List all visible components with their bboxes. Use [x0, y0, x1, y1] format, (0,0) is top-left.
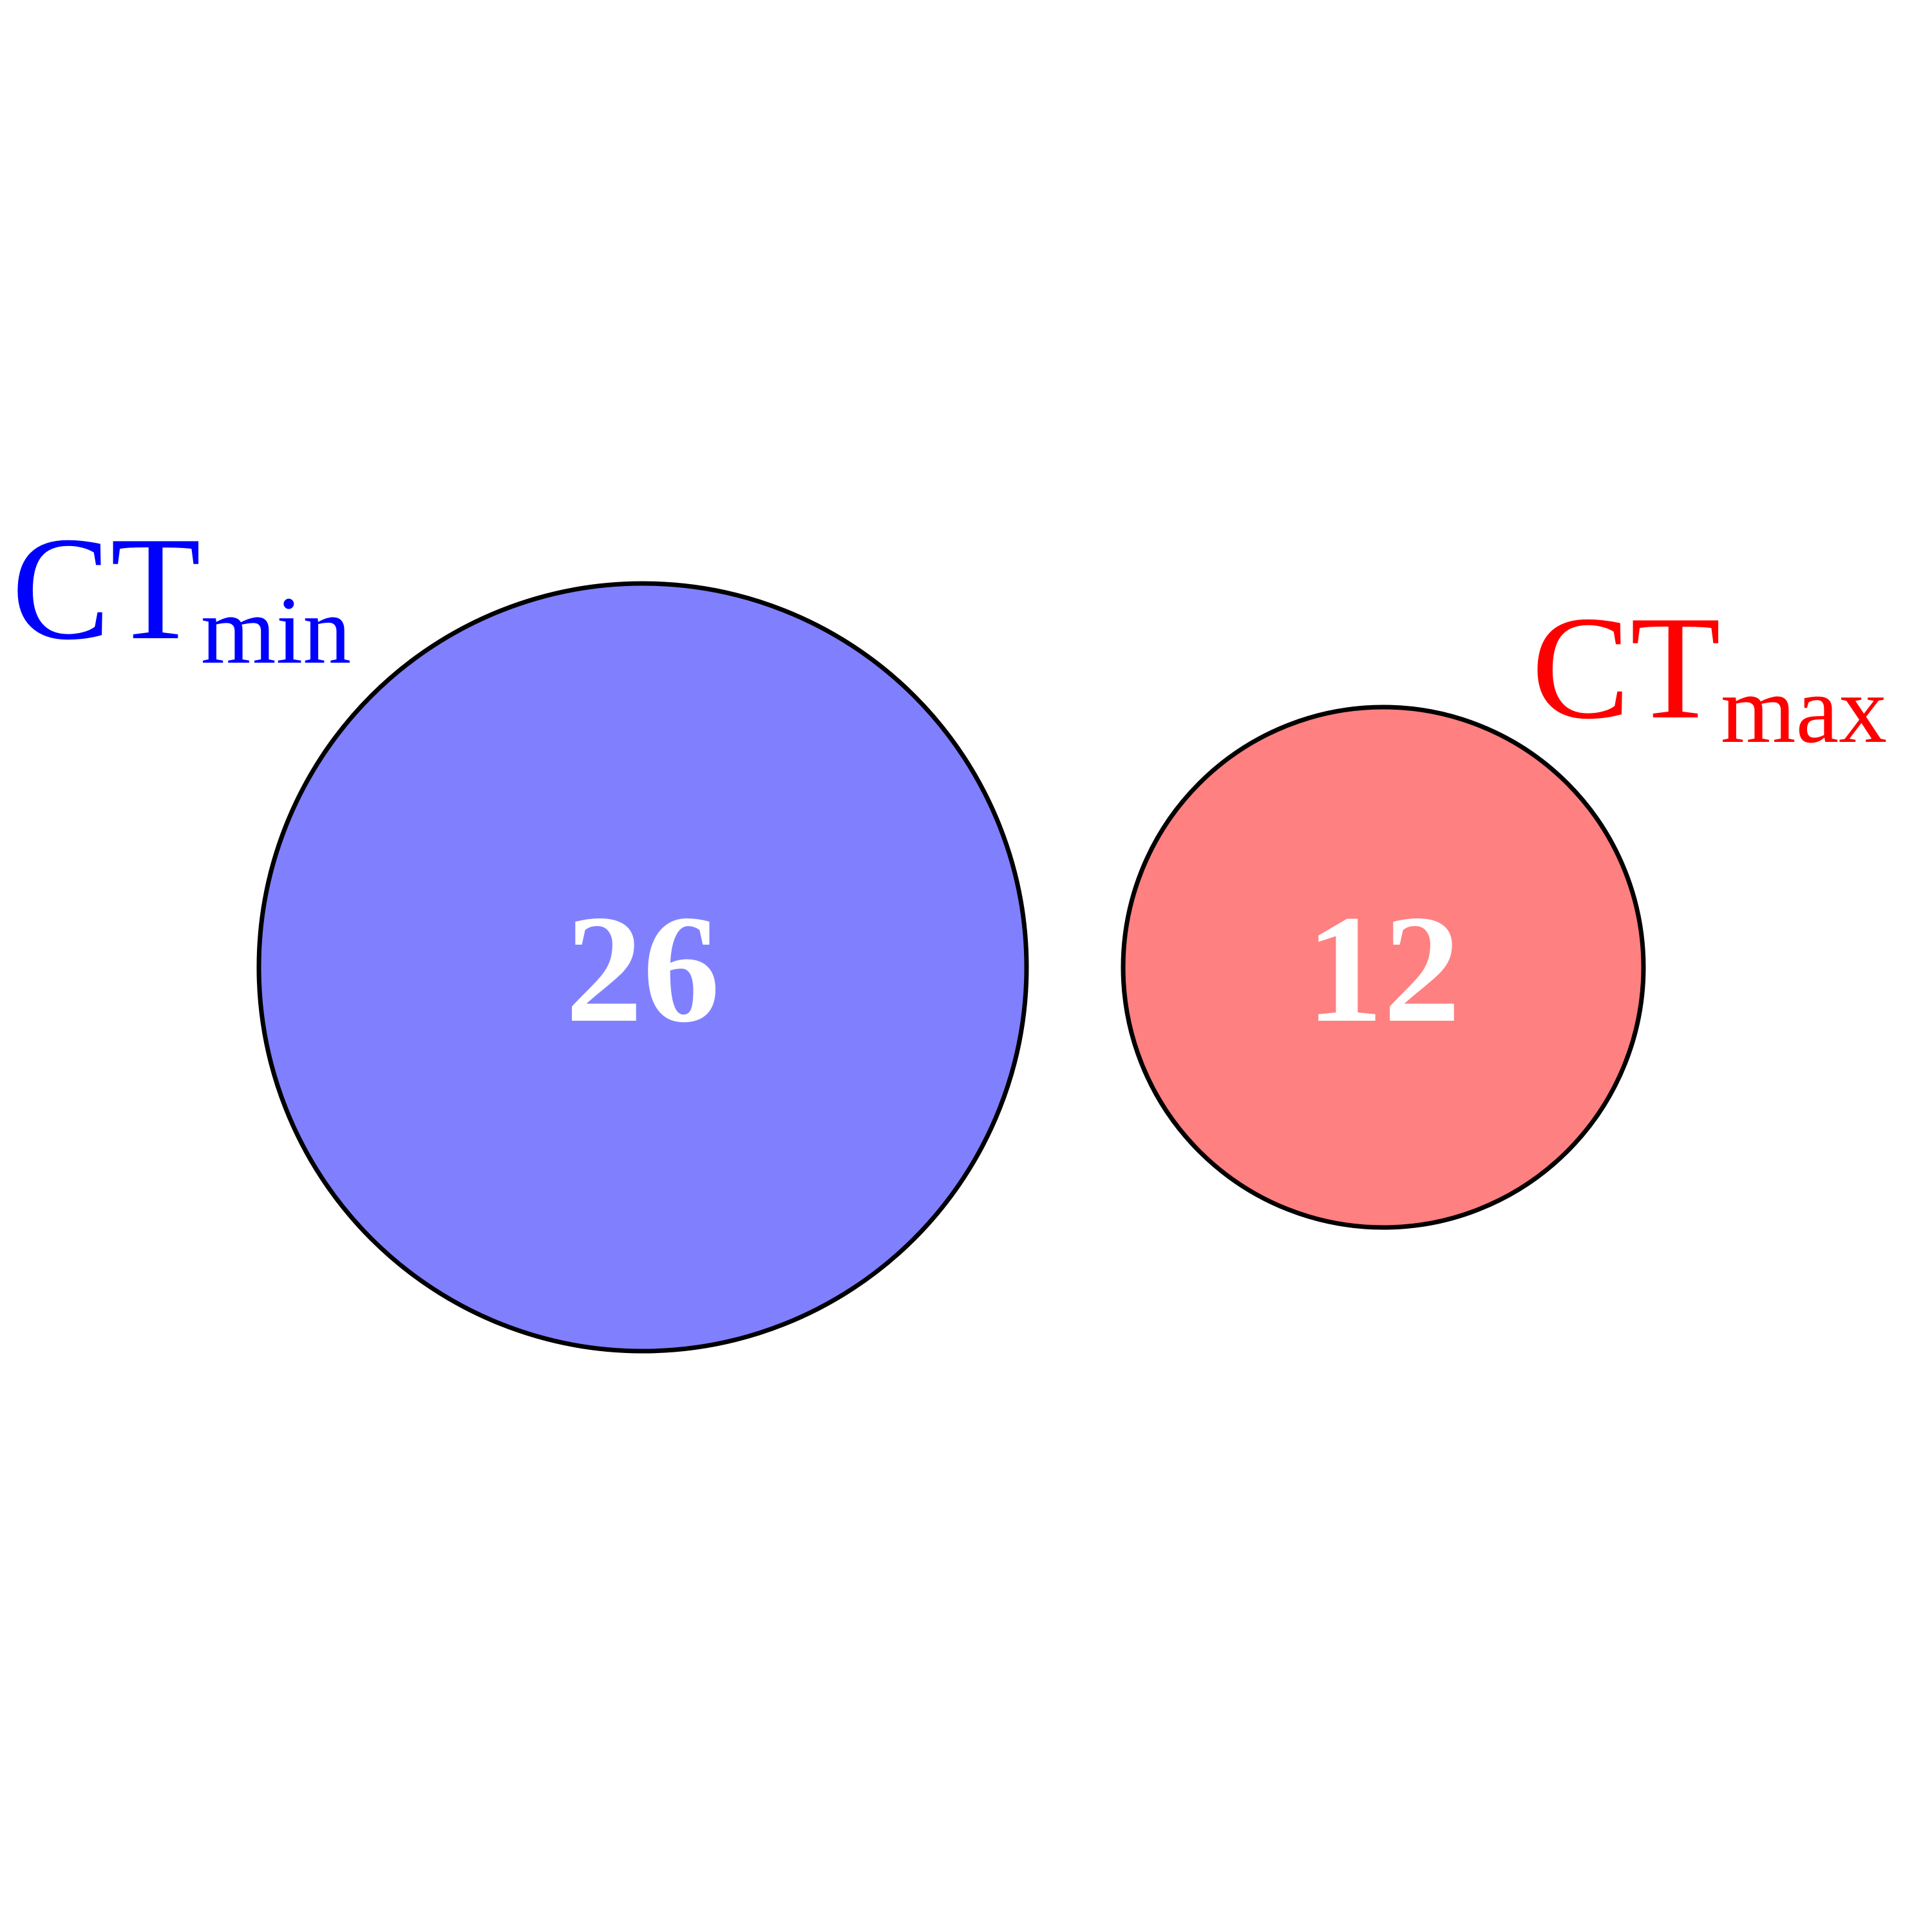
set-ctmax-count: 12	[1306, 883, 1461, 1054]
set-ctmax-label-sub: max	[1721, 656, 1887, 763]
set-ctmin-label: CTmin	[12, 506, 351, 684]
set-ctmin-label-sub: min	[201, 577, 351, 684]
set-ctmin-circle	[256, 581, 1029, 1354]
set-ctmax-label-main: CT	[1531, 585, 1721, 750]
set-ctmin-label-main: CT	[12, 506, 201, 670]
set-ctmax-label: CTmax	[1531, 585, 1887, 763]
set-ctmax-circle	[1121, 705, 1646, 1230]
set-ctmax: 12 CTmax	[1121, 585, 1887, 1230]
set-ctmin: 26 CTmin	[12, 506, 1029, 1354]
set-ctmin-count: 26	[565, 883, 720, 1054]
